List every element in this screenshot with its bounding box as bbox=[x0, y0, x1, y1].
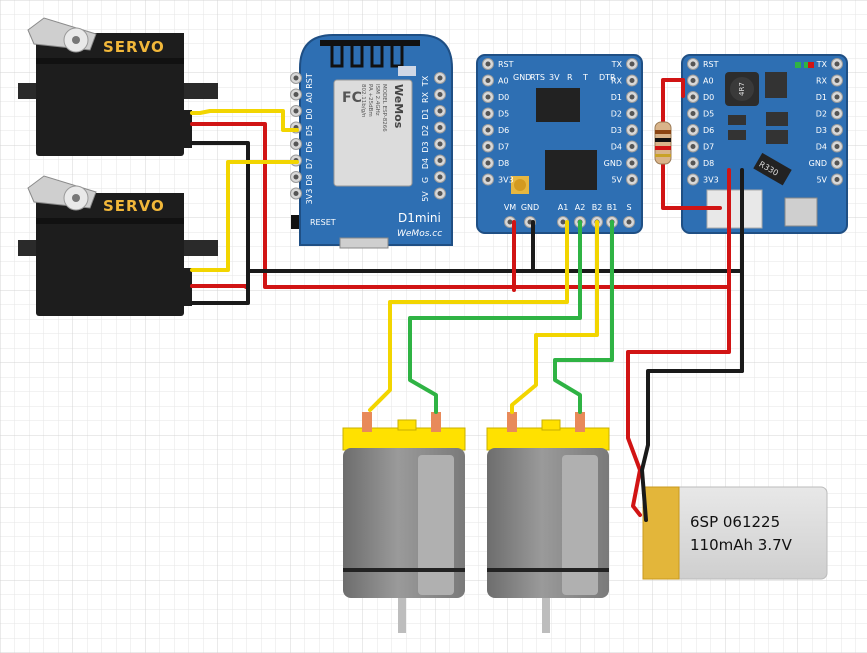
pin-label: D4 bbox=[816, 143, 827, 152]
servo-top: SERVO bbox=[18, 17, 218, 156]
pin-label: 3V3 bbox=[703, 176, 719, 185]
shield-bottom-label: GND bbox=[521, 203, 539, 212]
pin-label: RST bbox=[703, 60, 719, 69]
pin-label: D5 bbox=[305, 125, 314, 136]
shield-bottom-label: S bbox=[626, 203, 631, 212]
pin-label: TX bbox=[816, 60, 828, 69]
pin-label: RX bbox=[611, 77, 623, 86]
shield-bottom-label: A1 bbox=[558, 203, 569, 212]
wire-motor2-a bbox=[510, 220, 599, 414]
pin-label: 5V bbox=[611, 176, 622, 185]
pin-label: D7 bbox=[703, 143, 714, 152]
pin-label: D5 bbox=[498, 110, 509, 119]
pullup-resistor bbox=[654, 121, 672, 165]
wire-servo2-gnd bbox=[190, 269, 250, 305]
wire-motor1-b bbox=[408, 220, 582, 414]
wire-servo1-vcc bbox=[190, 122, 731, 289]
pin-label: D7 bbox=[305, 158, 314, 169]
pin-label: RX bbox=[816, 77, 828, 86]
servo-label: SERVO bbox=[103, 197, 165, 215]
wire-battery-red bbox=[626, 285, 731, 517]
pin-label: D0 bbox=[305, 108, 314, 119]
battery-line2: 110mAh 3.7V bbox=[690, 536, 793, 554]
pin-label: D3 bbox=[611, 126, 622, 135]
pin-label: GND bbox=[604, 159, 622, 168]
pin-label: D3 bbox=[421, 141, 430, 152]
wire-motor2-b bbox=[553, 220, 614, 414]
pin-label: TX bbox=[421, 75, 430, 87]
esp-model-line: MODEL ESP-8266 bbox=[381, 84, 387, 132]
d1-mini-board: FC WeMos MODEL ESP-8266 ISM 2.4GHz PA +2… bbox=[290, 34, 453, 249]
inductor-label: 4R7 bbox=[738, 82, 746, 96]
pin-label: A0 bbox=[305, 92, 314, 103]
d1mini-website: WeMos.cc bbox=[397, 229, 442, 239]
pin-label: A0 bbox=[498, 77, 509, 86]
wires bbox=[190, 78, 744, 522]
shield-bottom-label: B2 bbox=[592, 203, 603, 212]
pin-label: D2 bbox=[421, 125, 430, 136]
wire-battery-black bbox=[640, 369, 744, 522]
servo-bottom: SERVO bbox=[18, 175, 218, 316]
pin-label: TX bbox=[611, 60, 623, 69]
pin-label: D4 bbox=[421, 158, 430, 169]
wire-servo2-signal bbox=[190, 160, 299, 272]
shield-top-label: T bbox=[582, 73, 588, 82]
pin-label: D5 bbox=[703, 110, 714, 119]
esp-brand: WeMos bbox=[392, 84, 405, 129]
d1mini-name: D1mini bbox=[398, 211, 441, 225]
pin-label: 5V bbox=[816, 176, 827, 185]
pin-label: D6 bbox=[498, 126, 509, 135]
pin-label: D8 bbox=[305, 174, 314, 185]
pin-label: D6 bbox=[305, 141, 314, 152]
shield-bottom-label: VM bbox=[504, 203, 516, 212]
esp-model-line: 802.11b/g/n bbox=[360, 84, 366, 118]
pin-label: D3 bbox=[816, 126, 827, 135]
pin-label: D8 bbox=[498, 159, 509, 168]
dc-motor-right bbox=[486, 412, 610, 633]
wire-servo1-signal bbox=[190, 109, 299, 132]
lipo-battery: 6SP 061225 110mAh 3.7V bbox=[642, 486, 828, 580]
pin-label: D1 bbox=[816, 93, 827, 102]
shield-bottom-label: B1 bbox=[607, 203, 618, 212]
shield-top-label: RTS bbox=[530, 73, 545, 82]
pin-label: D1 bbox=[421, 108, 430, 119]
shield-top-label: 3V bbox=[549, 73, 560, 82]
shield-top-label: DTR bbox=[599, 73, 616, 82]
pin-label: G bbox=[421, 177, 430, 183]
pin-label: D7 bbox=[498, 143, 509, 152]
pin-label: A0 bbox=[703, 77, 714, 86]
pin-label: GND bbox=[809, 159, 827, 168]
wire-servo2-vcc bbox=[190, 284, 248, 289]
battery-line1: 6SP 061225 bbox=[690, 513, 780, 531]
pin-label: 3V3 bbox=[498, 176, 514, 185]
pin-label: D1 bbox=[611, 93, 622, 102]
pin-label: D2 bbox=[611, 110, 622, 119]
pin-label: RST bbox=[498, 60, 514, 69]
shield-top-label: R bbox=[567, 73, 573, 82]
servo-label: SERVO bbox=[103, 38, 165, 56]
shield-bottom-label: A2 bbox=[575, 203, 586, 212]
fc-mark: FC bbox=[342, 90, 362, 106]
pin-label: D4 bbox=[611, 143, 622, 152]
esp-model-line: PA +25dBm bbox=[367, 84, 373, 117]
shield-top-label: GND bbox=[513, 73, 531, 82]
pin-label: D2 bbox=[816, 110, 827, 119]
pin-label: RX bbox=[421, 91, 430, 103]
wire-motor1-a bbox=[368, 220, 569, 412]
wire-servo1-gnd bbox=[190, 141, 744, 273]
pin-label: D6 bbox=[703, 126, 714, 135]
pin-label: D0 bbox=[703, 93, 714, 102]
pin-label: 3V3 bbox=[305, 189, 314, 205]
pin-label: D8 bbox=[703, 159, 714, 168]
reset-label: RESET bbox=[310, 218, 336, 227]
dc-motor-left bbox=[342, 412, 466, 633]
pin-label: 5V bbox=[421, 191, 430, 202]
pin-label: D0 bbox=[498, 93, 509, 102]
pin-label: RST bbox=[305, 73, 314, 89]
esp-model-line: ISM 2.4GHz bbox=[374, 84, 380, 116]
